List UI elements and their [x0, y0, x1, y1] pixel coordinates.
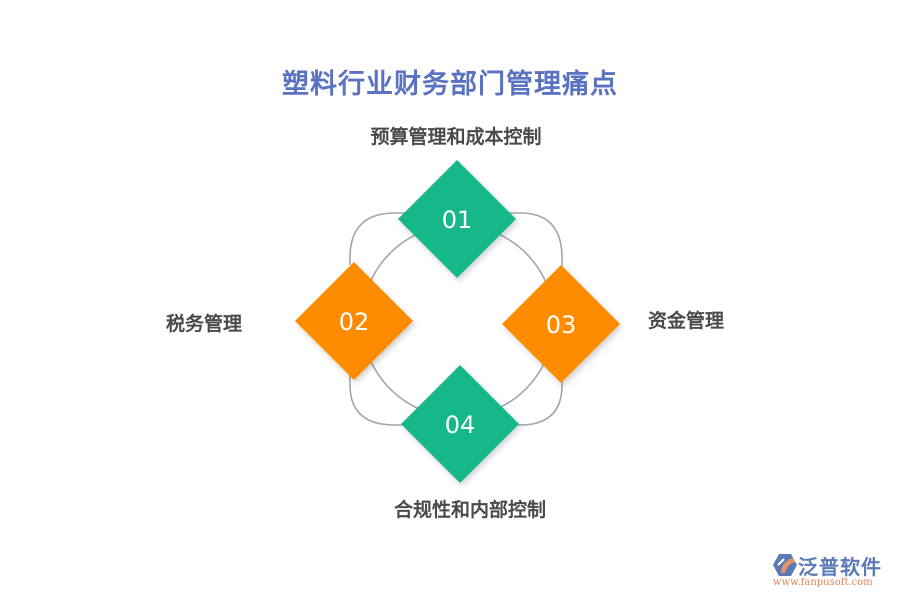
diamond-01: 01 [398, 160, 516, 278]
diamond-04: 04 [401, 365, 519, 483]
item-label-01: 预算管理和成本控制 [370, 126, 542, 148]
outer-connector-top-right [505, 212, 563, 268]
item-label-04: 合规性和内部控制 [393, 499, 546, 521]
outer-connector-top-left [349, 212, 410, 265]
diamond-number-03: 03 [546, 311, 577, 339]
brand-url: www.fanpusoft.com [773, 577, 873, 588]
outer-connector-bottom-right [510, 378, 563, 426]
diamond-02: 02 [295, 262, 413, 380]
diamond-number-02: 02 [339, 308, 370, 336]
outer-connector-bottom-left [349, 375, 410, 426]
item-label-03: 资金管理 [648, 310, 725, 332]
item-label-02: 税务管理 [166, 313, 243, 335]
brand-logo: 泛普软件 www.fanpusoft.com [770, 553, 895, 593]
brand-name: 泛普软件 [798, 555, 882, 579]
diamond-number-01: 01 [442, 206, 473, 234]
fanpu-logo-icon [773, 554, 797, 576]
diamond-03: 03 [502, 265, 620, 383]
page-title: 塑料行业财务部门管理痛点 [282, 69, 618, 100]
diamond-number-04: 04 [445, 411, 476, 439]
